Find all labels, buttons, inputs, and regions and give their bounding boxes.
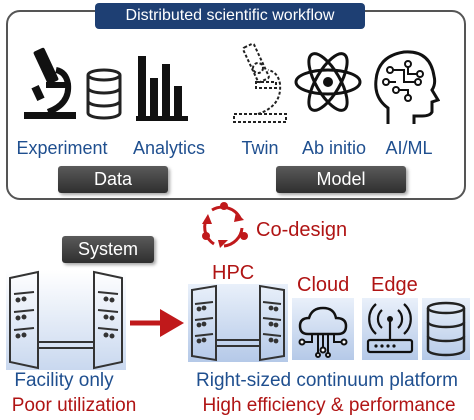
dashed-microscope-icon: [230, 40, 290, 126]
router-icon: [362, 298, 418, 360]
platform-label: Right-sized continuum platform: [196, 370, 458, 391]
facility-label: Facility only: [14, 370, 114, 391]
twin-label: Twin: [241, 138, 279, 158]
microscope-icon: [20, 42, 80, 122]
ab-initio-label: Ab initio: [301, 138, 367, 158]
cloud-network-icon: [292, 298, 354, 360]
workflow-title: Distributed scientific workflow: [95, 3, 365, 29]
model-bar: Model: [276, 166, 406, 193]
platform-benefit-label: High efficiency & performance: [202, 395, 456, 416]
facility-issue-label: Poor utilization: [11, 395, 137, 416]
hpc-label: HPC: [212, 262, 255, 284]
transition-arrow-icon: [128, 306, 186, 340]
bar-chart-icon: [136, 52, 188, 122]
system-bar: System: [62, 236, 154, 263]
hpc-racks: [188, 284, 288, 362]
experiment-label: Experiment: [16, 138, 108, 158]
codesign-label: Co-design: [256, 219, 348, 241]
database-icon: [84, 68, 124, 120]
brain-circuit-icon: [368, 46, 440, 126]
ai-ml-label: AI/ML: [385, 138, 433, 158]
cloud-label: Cloud: [297, 274, 350, 296]
analytics-label: Analytics: [132, 138, 206, 158]
data-bar: Data: [58, 166, 168, 193]
facility-racks: [6, 270, 126, 370]
storage-icon: [422, 298, 470, 360]
cycle-arrows-icon: [198, 200, 250, 252]
edge-label: Edge: [371, 274, 418, 296]
atom-icon: [293, 44, 363, 120]
